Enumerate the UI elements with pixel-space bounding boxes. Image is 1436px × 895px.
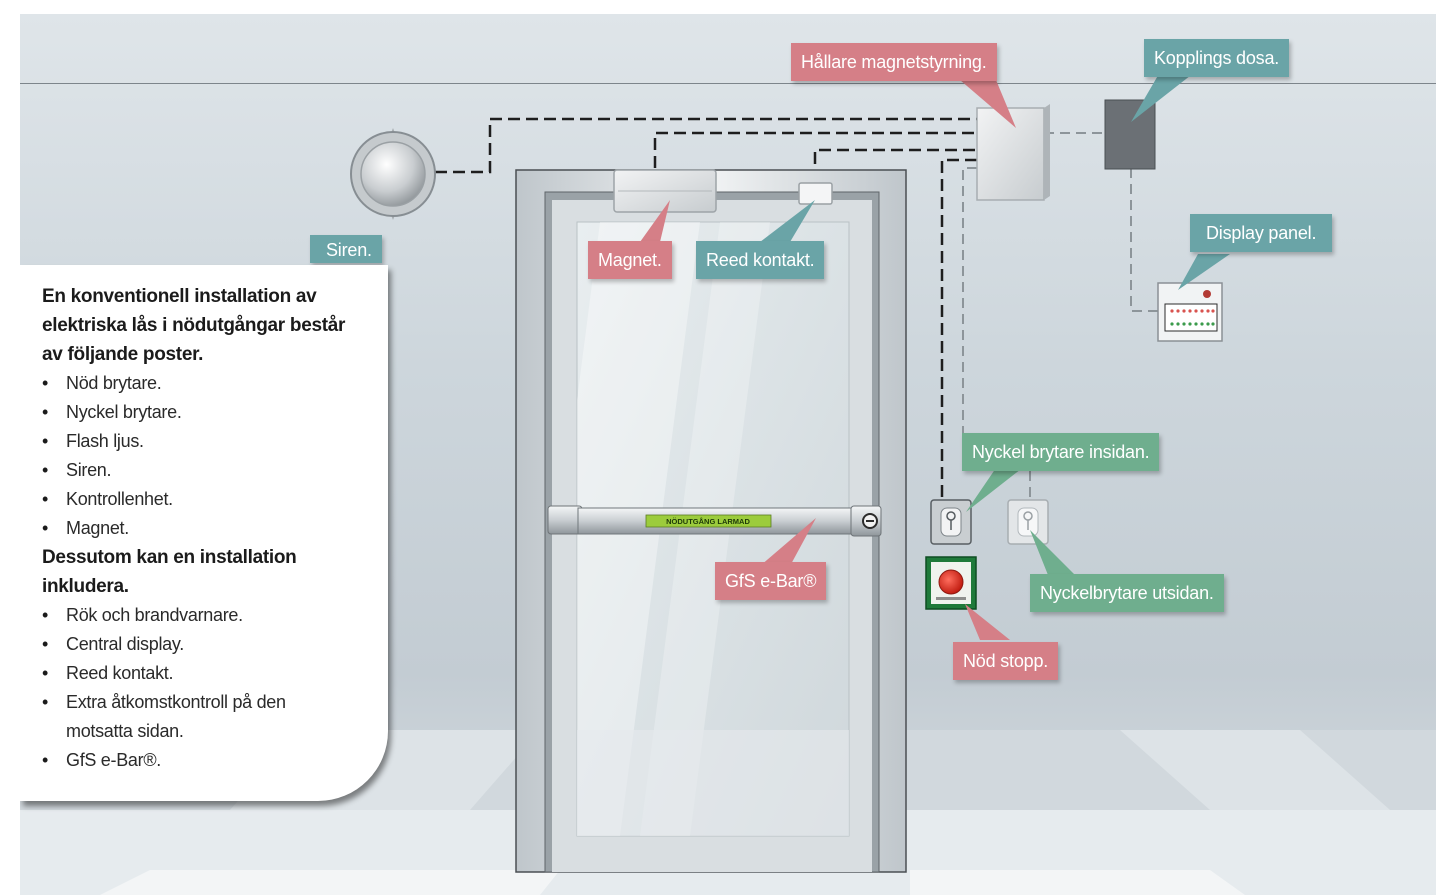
info-heading-1: En konventionell installation av elektri… (42, 286, 346, 365)
list-item: Extra åtkomstkontroll på den motsatta si… (42, 688, 322, 746)
label-key-outside: Nyckelbrytare utsidan. (1030, 574, 1224, 612)
key-switch-outside-icon (1007, 499, 1049, 545)
wiring-grey (962, 132, 1158, 500)
key-switch-icon (930, 499, 972, 545)
label-magnet: Magnet. (588, 241, 672, 279)
reed-contact-icon (798, 182, 833, 205)
list-item: Rök och brandvarnare. (42, 601, 388, 630)
list-item: Reed kontakt. (42, 659, 388, 688)
list-item: Central display. (42, 630, 388, 659)
control-box-icon (976, 104, 1050, 201)
list-item: GfS e-Bar®. (42, 746, 388, 775)
label-key-inside: Nyckel brytare insidan. (962, 433, 1160, 471)
label-reed: Reed kontakt. (696, 241, 825, 279)
list-item: Magnet. (42, 514, 388, 543)
label-siren: Siren. (310, 235, 382, 263)
label-emergency-stop: Nöd stopp. (953, 642, 1059, 680)
installation-scene: NÖDUTGÅNG LARMAD Hållare magnetstyrning.… (20, 14, 1436, 895)
display-panel-icon (1157, 282, 1223, 342)
diagram-graphics: NÖDUTGÅNG LARMAD (350, 72, 1230, 873)
list-item: Nöd brytare. (42, 369, 388, 398)
ceiling-line (20, 83, 1436, 84)
info-heading-2: Dessutom kan en installation inkludera. (42, 547, 297, 597)
info-list-1: Nöd brytare. Nyckel brytare. Flash ljus.… (42, 369, 388, 543)
label-holder: Hållare magnetstyrning. (791, 43, 997, 81)
label-display-panel: Display panel. (1190, 214, 1333, 252)
junction-box-icon (1104, 99, 1156, 170)
list-item: Kontrollenhet. (42, 485, 388, 514)
ebar-sign-text: NÖDUTGÅNG LARMAD (666, 517, 750, 526)
info-panel: En konventionell installation av elektri… (20, 265, 388, 801)
list-item: Flash ljus. (42, 427, 388, 456)
label-junction: Kopplings dosa. (1144, 39, 1290, 77)
list-item: Siren. (42, 456, 388, 485)
list-item: Nyckel brytare. (42, 398, 388, 427)
info-list-2: Rök och brandvarnare. Central display. R… (42, 601, 388, 775)
siren-icon (350, 128, 436, 220)
emergency-stop-icon (925, 556, 977, 610)
label-ebar: GfS e-Bar® (715, 562, 827, 600)
magnet-icon (613, 169, 717, 213)
